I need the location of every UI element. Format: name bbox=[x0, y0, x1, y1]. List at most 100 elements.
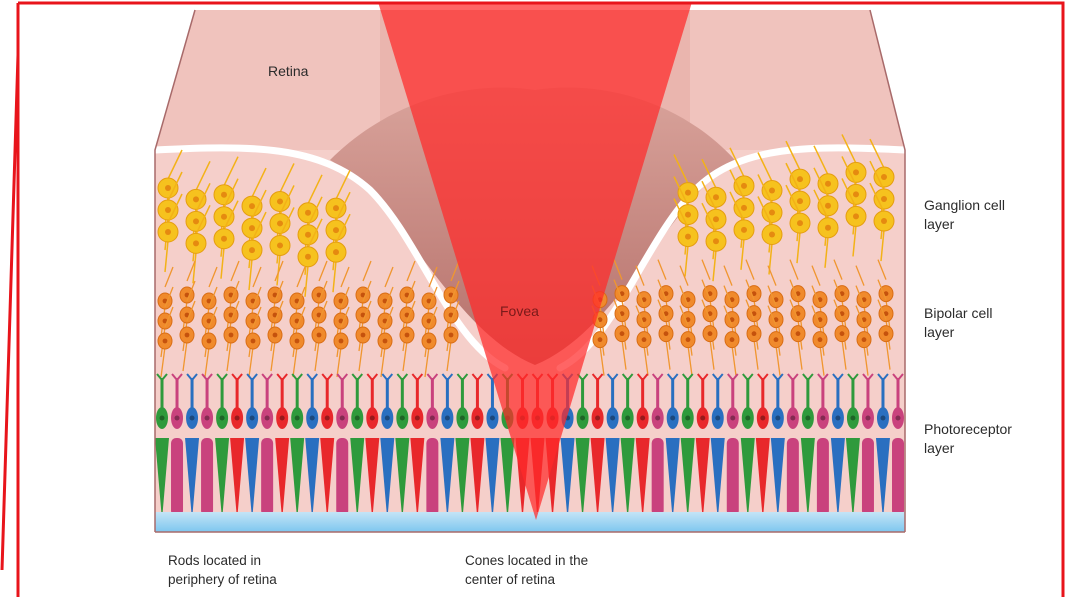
ganglion-nucleus bbox=[165, 185, 171, 191]
ganglion-nucleus bbox=[769, 209, 775, 215]
ganglion-nucleus bbox=[249, 247, 255, 253]
rod-outer-segment bbox=[201, 438, 213, 516]
rod-outer-segment bbox=[171, 438, 183, 516]
bipolar-nucleus bbox=[796, 331, 801, 336]
photoreceptor-nucleus bbox=[160, 416, 165, 421]
ganglion-nucleus bbox=[797, 176, 803, 182]
bipolar-nucleus bbox=[598, 337, 603, 342]
photoreceptor-nucleus bbox=[580, 416, 585, 421]
photoreceptor-nucleus bbox=[730, 416, 735, 421]
ganglion-nucleus bbox=[685, 212, 691, 218]
ganglion-nucleus bbox=[853, 169, 859, 175]
ganglion-nucleus bbox=[741, 205, 747, 211]
bipolar-nucleus bbox=[295, 339, 300, 344]
ganglion-nucleus bbox=[825, 225, 831, 231]
photoreceptor-nucleus bbox=[415, 416, 420, 421]
rod-outer-segment bbox=[862, 438, 874, 516]
photoreceptor-nucleus bbox=[475, 416, 480, 421]
ganglion-nucleus bbox=[713, 216, 719, 222]
photoreceptor-nucleus bbox=[896, 416, 901, 421]
photoreceptor-nucleus bbox=[655, 416, 660, 421]
ganglion-nucleus bbox=[249, 203, 255, 209]
bipolar-nucleus bbox=[383, 339, 388, 344]
rod-outer-segment bbox=[261, 438, 273, 516]
bipolar-nucleus bbox=[884, 331, 889, 336]
photoreceptor-nucleus bbox=[805, 416, 810, 421]
ganglion-nucleus bbox=[333, 249, 339, 255]
rod-outer-segment bbox=[892, 438, 904, 516]
ganglion-nucleus bbox=[825, 181, 831, 187]
rod-outer-segment bbox=[426, 438, 438, 516]
photoreceptor-nucleus bbox=[460, 416, 465, 421]
bipolar-nucleus bbox=[620, 331, 625, 336]
bipolar-nucleus bbox=[818, 337, 823, 342]
ganglion-nucleus bbox=[685, 234, 691, 240]
photoreceptor-nucleus bbox=[385, 416, 390, 421]
photoreceptor-nucleus bbox=[280, 416, 285, 421]
photoreceptor-nucleus bbox=[400, 416, 405, 421]
photoreceptor-nucleus bbox=[190, 416, 195, 421]
fovea-label: Fovea bbox=[500, 302, 539, 321]
photoreceptor-nucleus bbox=[760, 416, 765, 421]
photoreceptor-nucleus bbox=[850, 416, 855, 421]
ganglion-nucleus bbox=[193, 218, 199, 224]
ganglion-nucleus bbox=[797, 220, 803, 226]
rod-outer-segment bbox=[727, 438, 739, 516]
retina-top-face-right bbox=[690, 10, 905, 150]
ganglion-nucleus bbox=[277, 198, 283, 204]
photoreceptor-nucleus bbox=[370, 416, 375, 421]
ganglion-nucleus bbox=[333, 227, 339, 233]
bipolar-nucleus bbox=[752, 331, 757, 336]
bipolar-nucleus bbox=[317, 333, 322, 338]
bipolar-nucleus bbox=[207, 339, 212, 344]
photoreceptor-nucleus bbox=[790, 416, 795, 421]
ganglion-nucleus bbox=[769, 231, 775, 237]
ganglion-nucleus bbox=[713, 238, 719, 244]
photoreceptor-nucleus bbox=[295, 416, 300, 421]
photoreceptor-nucleus bbox=[325, 416, 330, 421]
ganglion-nucleus bbox=[165, 207, 171, 213]
photoreceptor-nucleus bbox=[310, 416, 315, 421]
ganglion-nucleus bbox=[685, 190, 691, 196]
ganglion-nucleus bbox=[221, 192, 227, 198]
photoreceptor-nucleus bbox=[685, 416, 690, 421]
photoreceptor-nucleus bbox=[355, 416, 360, 421]
ganglion-nucleus bbox=[221, 214, 227, 220]
rods-caption: Rods located in periphery of retina bbox=[168, 551, 277, 589]
photoreceptor-nucleus bbox=[670, 416, 675, 421]
photoreceptor-nucleus bbox=[745, 416, 750, 421]
bipolar-layer-label: Bipolar cell layer bbox=[924, 304, 992, 342]
photoreceptor-nucleus bbox=[700, 416, 705, 421]
bipolar-nucleus bbox=[427, 339, 432, 344]
retina-label: Retina bbox=[268, 62, 308, 81]
ganglion-nucleus bbox=[797, 198, 803, 204]
ganglion-nucleus bbox=[305, 232, 311, 238]
ganglion-nucleus bbox=[713, 194, 719, 200]
photoreceptor-nucleus bbox=[595, 416, 600, 421]
rod-outer-segment bbox=[652, 438, 664, 516]
photoreceptor-nucleus bbox=[880, 416, 885, 421]
photoreceptor-nucleus bbox=[235, 416, 240, 421]
photoreceptor-layer-label: Photoreceptor layer bbox=[924, 420, 1012, 458]
ganglion-nucleus bbox=[769, 187, 775, 193]
ganglion-nucleus bbox=[221, 236, 227, 242]
bipolar-nucleus bbox=[862, 337, 867, 342]
bipolar-nucleus bbox=[708, 331, 713, 336]
bipolar-nucleus bbox=[251, 339, 256, 344]
rod-outer-segment bbox=[336, 438, 348, 516]
ganglion-nucleus bbox=[333, 205, 339, 211]
bipolar-nucleus bbox=[730, 337, 735, 342]
photoreceptor-nucleus bbox=[625, 416, 630, 421]
bipolar-nucleus bbox=[840, 331, 845, 336]
bipolar-nucleus bbox=[273, 333, 278, 338]
photoreceptor-nucleus bbox=[820, 416, 825, 421]
ganglion-nucleus bbox=[305, 210, 311, 216]
bipolar-nucleus bbox=[642, 337, 647, 342]
ganglion-nucleus bbox=[881, 218, 887, 224]
ganglion-nucleus bbox=[277, 242, 283, 248]
photoreceptor-nucleus bbox=[430, 416, 435, 421]
pigment-epithelium bbox=[155, 512, 905, 532]
photoreceptor-nucleus bbox=[265, 416, 270, 421]
ganglion-nucleus bbox=[741, 183, 747, 189]
